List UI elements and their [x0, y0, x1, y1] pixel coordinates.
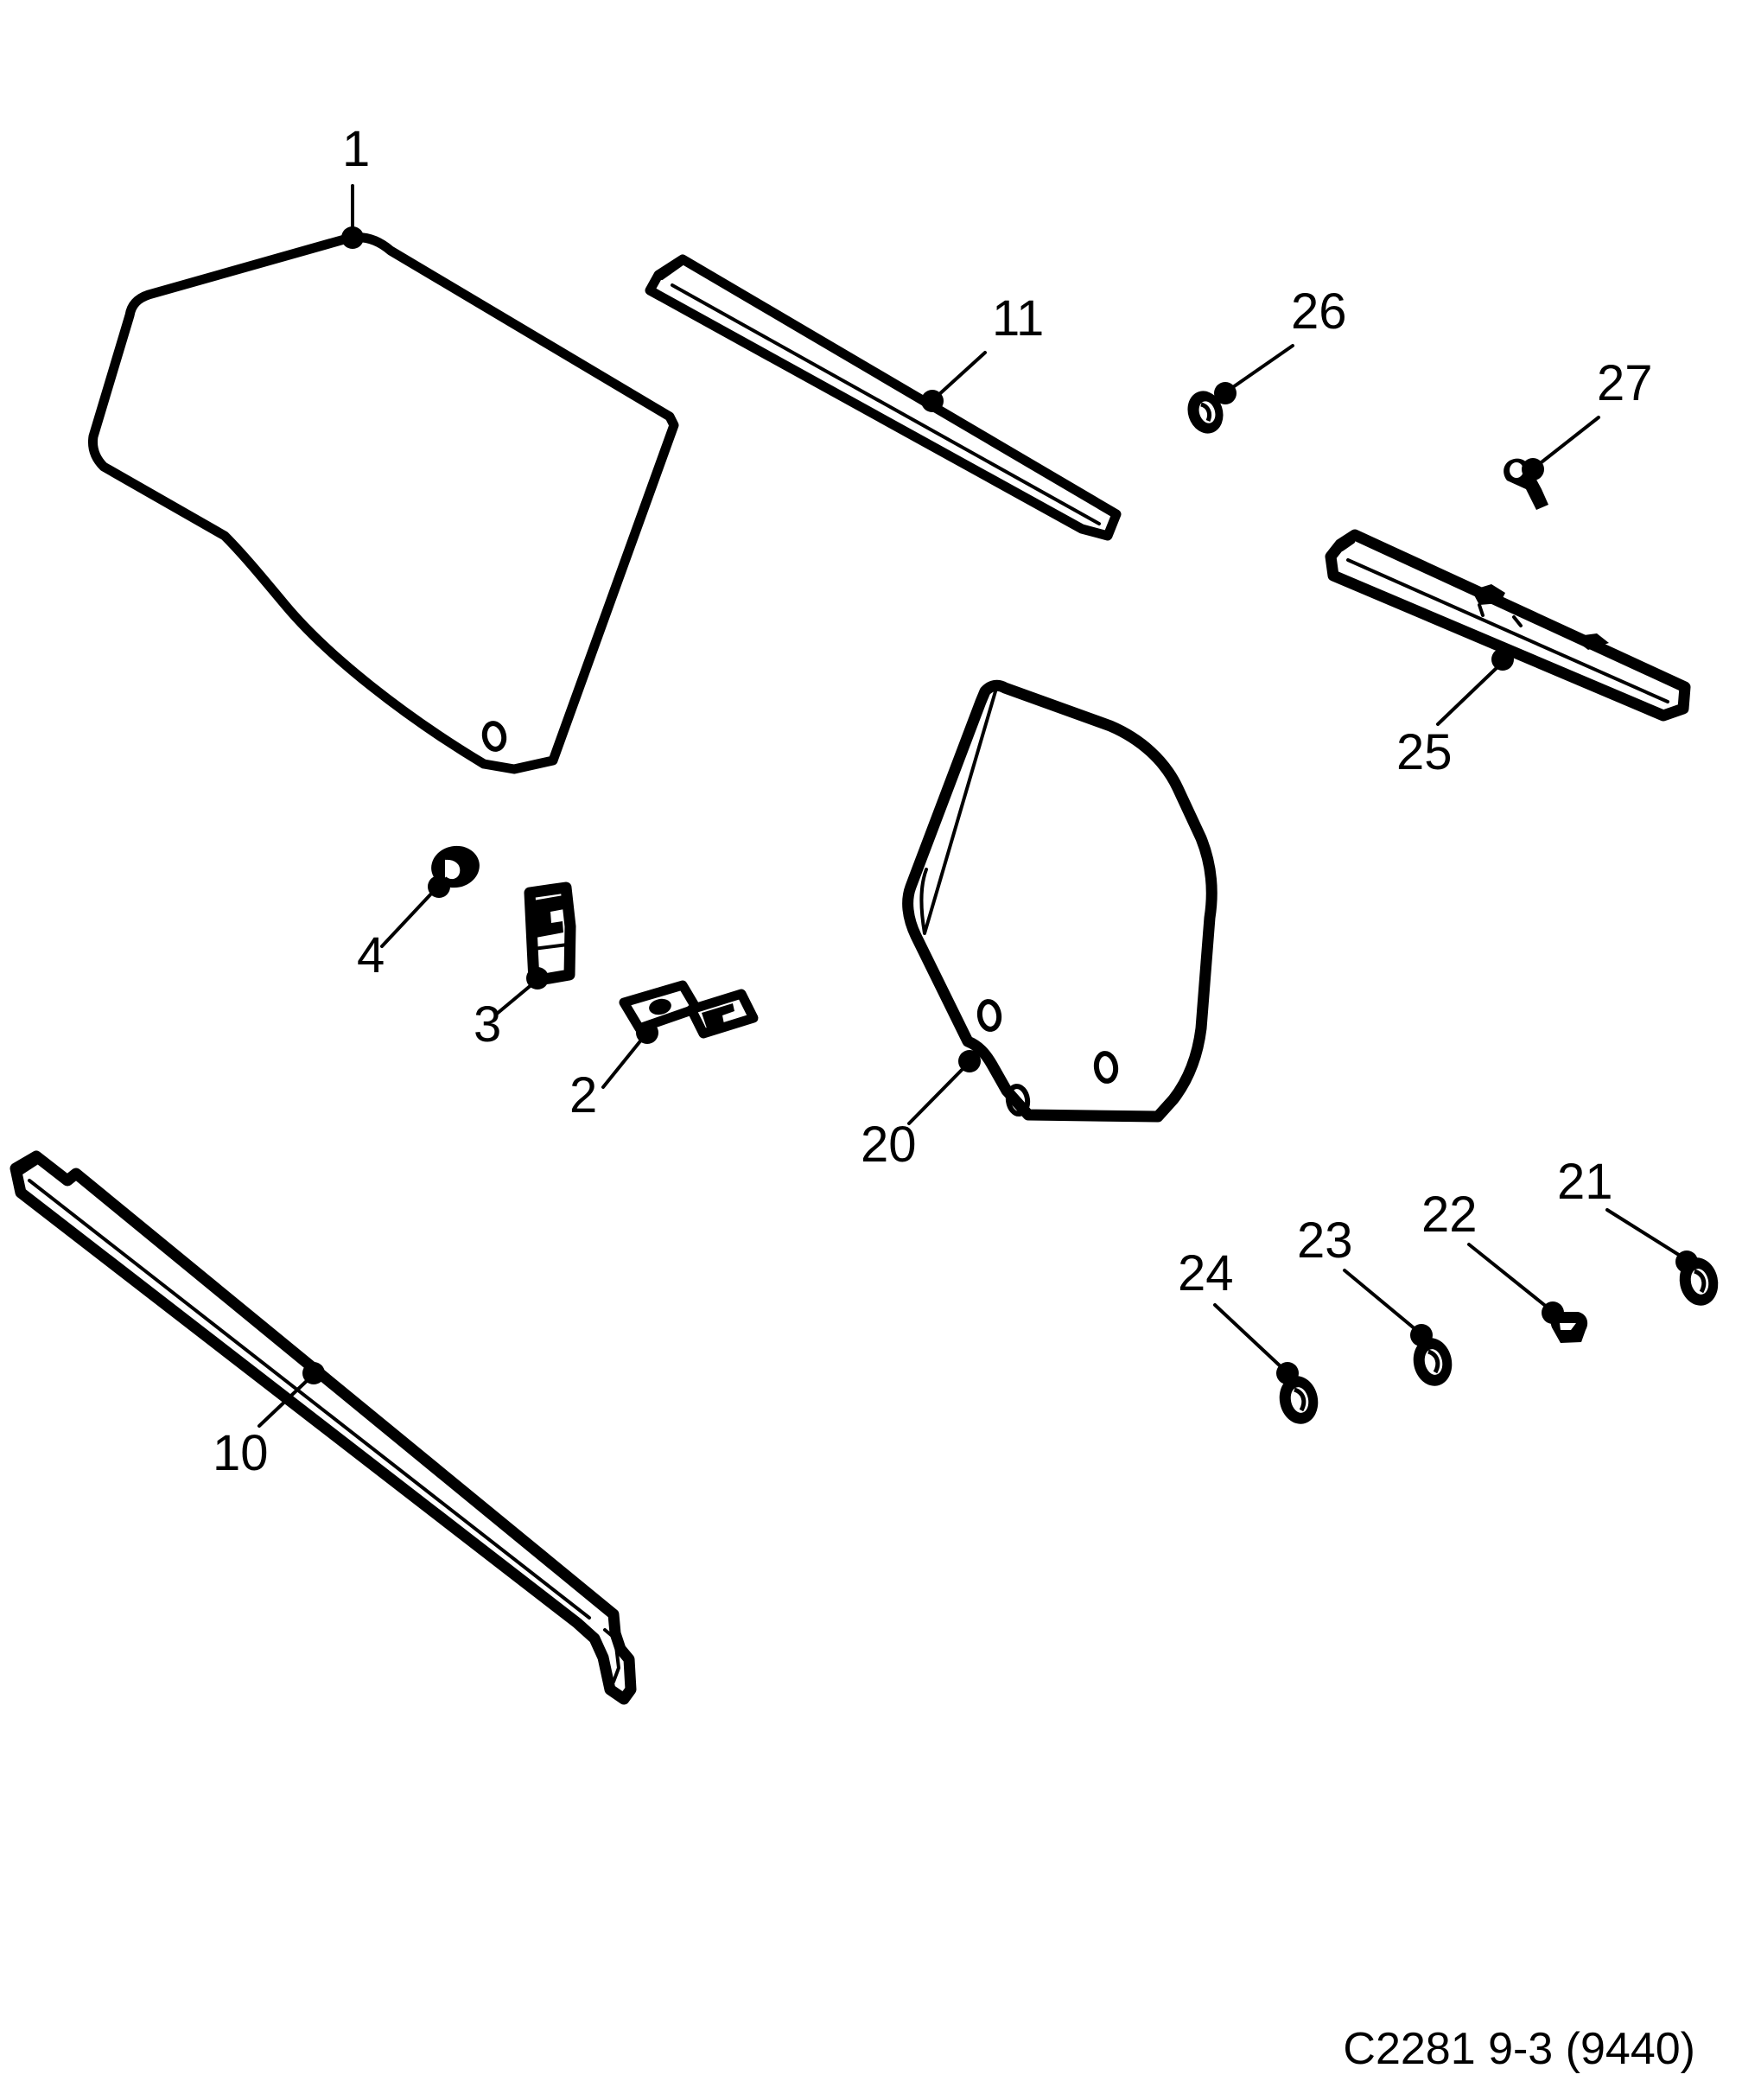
callout-labels: 1 11 26 27 25 4 3 2 20 10 24 23 22 21 [213, 121, 1653, 1481]
molding-clip-detail [1472, 584, 1505, 605]
part-guide-bracket-3[interactable] [524, 881, 576, 987]
part-nut-grommet-23[interactable] [1409, 1334, 1457, 1390]
callout-label-21: 21 [1557, 1154, 1613, 1210]
leader-dot-10 [302, 1362, 325, 1384]
nut-thread-23 [1427, 1349, 1440, 1374]
callout-label-11: 11 [992, 290, 1044, 347]
callout-label-27: 27 [1597, 355, 1653, 411]
bracket-notch-3 [533, 895, 564, 938]
molding-clip-detail-2 [1571, 633, 1609, 650]
part-nut-grommet-26[interactable] [1182, 386, 1228, 438]
nut-thread-24 [1294, 1387, 1306, 1412]
leader-dot-21 [1675, 1250, 1698, 1273]
nut-thread-21 [1694, 1269, 1707, 1294]
leader-dot-26 [1214, 382, 1237, 404]
callout-label-22: 22 [1421, 1187, 1478, 1243]
leader-dot-25 [1491, 648, 1514, 671]
nut-thread-26 [1200, 402, 1212, 423]
callout-label-20: 20 [861, 1117, 917, 1173]
screw-head-bore-27 [1510, 462, 1523, 478]
callout-label-10: 10 [213, 1425, 269, 1481]
part-door-window-glass[interactable] [88, 232, 679, 774]
leader-line-11 [936, 351, 987, 398]
part-window-run-channel[interactable] [10, 1150, 637, 1705]
leader-line-25 [1436, 664, 1501, 726]
leader-line-3 [495, 982, 535, 1015]
leader-dot-3 [526, 967, 549, 990]
callout-label-2: 2 [569, 1067, 597, 1123]
leader-line-2 [601, 1036, 645, 1089]
leader-dot-24 [1276, 1362, 1299, 1384]
screw-slot-22 [1560, 1323, 1576, 1330]
leader-dot-1 [341, 226, 364, 249]
leader-line-24 [1213, 1303, 1284, 1370]
part-window-weatherstrip-upper[interactable] [645, 254, 1122, 541]
leader-line-4 [380, 889, 436, 948]
callout-label-1: 1 [342, 121, 370, 177]
leader-dot-2 [636, 1021, 658, 1044]
plate-hole-2 [649, 998, 671, 1015]
callout-label-24: 24 [1178, 1245, 1234, 1301]
callout-leaders [257, 184, 1698, 1428]
quarter-glass-hole-3 [1093, 1051, 1119, 1084]
callout-label-4: 4 [357, 927, 385, 983]
leader-line-21 [1605, 1208, 1683, 1258]
leader-line-23 [1343, 1269, 1418, 1332]
leader-line-20 [907, 1065, 967, 1125]
part-quarter-window-glass[interactable] [902, 679, 1217, 1123]
part-screw-bolt-27[interactable] [1504, 458, 1548, 510]
leader-line-10 [257, 1377, 311, 1428]
leader-line-22 [1467, 1243, 1549, 1309]
part-nut-grommet-24[interactable] [1275, 1372, 1323, 1428]
leader-dot-22 [1542, 1301, 1564, 1324]
part-outer-belt-molding[interactable] [1325, 529, 1691, 722]
callout-label-26: 26 [1291, 283, 1347, 340]
leader-dot-4 [428, 875, 450, 898]
clip-slot-4 [443, 856, 464, 883]
leader-dot-23 [1410, 1324, 1433, 1346]
leader-dot-20 [958, 1050, 981, 1072]
quarter-glass-hole-1 [976, 999, 1002, 1032]
callout-label-3: 3 [474, 996, 501, 1053]
part-lift-plate-2[interactable] [619, 980, 759, 1039]
callout-label-25: 25 [1396, 724, 1453, 780]
leader-line-27 [1536, 416, 1600, 467]
plate-notch-2 [702, 1003, 734, 1028]
footer-caption: C2281 9-3 (9440) [1343, 2024, 1695, 2074]
callout-label-23: 23 [1297, 1212, 1353, 1269]
leader-dot-11 [921, 390, 944, 412]
quarter-glass-hole-2 [1005, 1084, 1031, 1117]
glass-locating-hole [481, 721, 507, 752]
leader-line-26 [1229, 344, 1294, 391]
leader-dot-27 [1522, 458, 1544, 480]
